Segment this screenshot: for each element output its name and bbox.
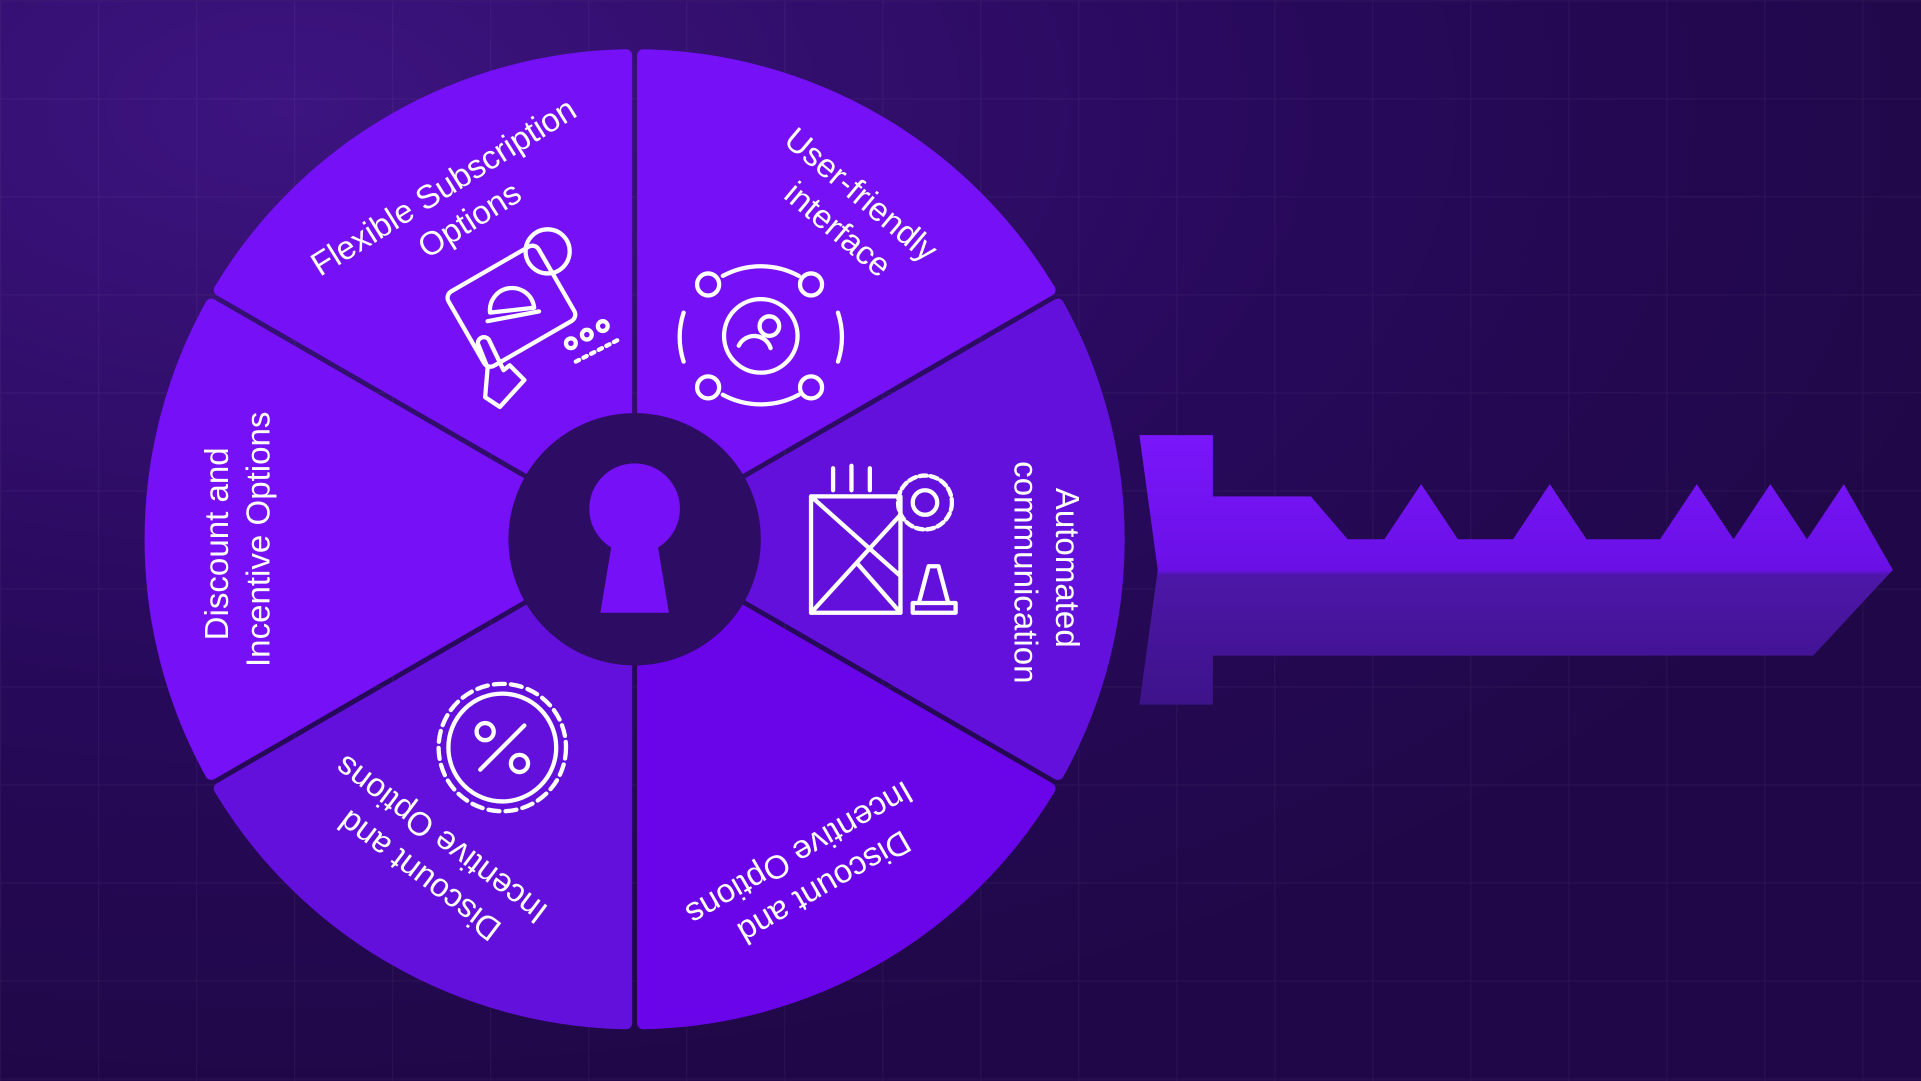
mail-automation-icon	[808, 463, 958, 615]
segment-label-discount-left: Discount and Incentive Options	[199, 412, 278, 667]
key-shaft	[1139, 435, 1893, 705]
segment-label-automated-communication: Automated communication	[1006, 461, 1085, 683]
keyhole-icon	[589, 463, 680, 613]
subscription-payment-icon	[445, 227, 621, 410]
percent-badge-icon	[436, 681, 569, 814]
user-network-icon	[677, 264, 844, 407]
